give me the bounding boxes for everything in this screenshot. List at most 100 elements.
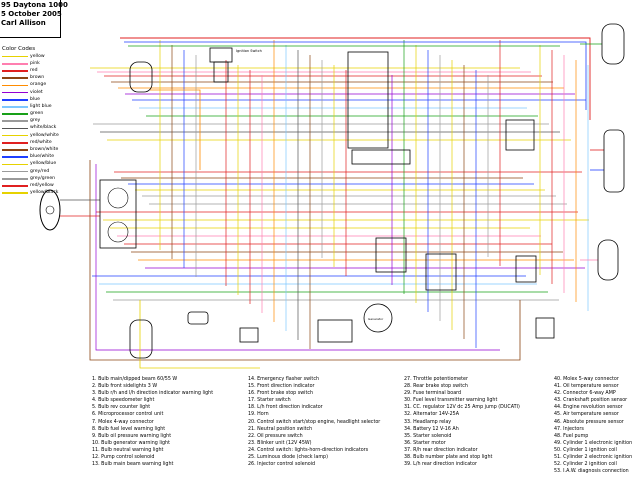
- component-list-item: 5. Bulb rev counter light: [92, 405, 151, 411]
- control-unit: [347, 51, 389, 149]
- component-list-item: 23. Blinker unit (12V 45W): [248, 440, 312, 446]
- component-list-item: 26. Injector control solenoid: [248, 462, 316, 468]
- legend-row: yellow/blue: [2, 161, 60, 168]
- headlight-bulb: [45, 205, 55, 215]
- regulator: [375, 237, 407, 273]
- component-list-item: 18. L/h front direction indicator: [248, 405, 323, 411]
- component-list-item: 32. Alternator 14V-25A: [404, 412, 459, 418]
- component-list-item: 44. Engine revolution sensor: [554, 405, 623, 411]
- legend-row: red/white: [2, 139, 60, 146]
- component-list-item: 33. Headlamp relay: [404, 419, 452, 425]
- component-list-item: 15. Front direction indicator: [248, 384, 315, 390]
- tail-light: [603, 129, 625, 193]
- legend-label: red/white: [30, 139, 52, 145]
- legend-row: grey: [2, 118, 60, 125]
- component-list-item: 3. Bulb r/h and l/h direction indicator …: [92, 391, 214, 397]
- legend-label: grey/green: [30, 175, 56, 181]
- component-list-item: 16. Front brake stop switch: [248, 391, 314, 397]
- ignition-switch-label: Ignition Switch: [236, 49, 262, 53]
- wire: [150, 89, 201, 170]
- title-block: 95 Daytona 1000 5 October 2005 Carl Alli…: [0, 0, 68, 38]
- legend-label: red: [30, 67, 38, 73]
- legend-label: brown: [30, 75, 45, 81]
- legend-row: brown/white: [2, 146, 60, 153]
- component-list-item: 39. L/h rear direction indicator: [404, 462, 477, 468]
- diagram-title: 95 Daytona 1000: [1, 1, 68, 9]
- legend-label: green: [30, 111, 44, 117]
- legend-row: brown: [2, 75, 60, 82]
- legend-label: yellow/black: [30, 190, 59, 196]
- legend-swatch: [2, 55, 28, 58]
- legend-swatch: [2, 98, 28, 101]
- component-list-item: 36. Starter motor: [404, 440, 446, 446]
- legend-label: red/yellow: [30, 182, 54, 188]
- legend-label: white/black: [30, 125, 57, 131]
- legend-swatch: [2, 127, 28, 130]
- front-left-indicator: [129, 61, 153, 93]
- component-list-item: 27. Throttle potentiometer: [404, 377, 468, 382]
- ignition-switch-body: [213, 61, 229, 83]
- legend-row: red: [2, 67, 60, 74]
- component-list-item: 48. Fuel pump: [554, 433, 589, 439]
- component-list-item: 34. Battery 12 V-16 Ah: [404, 426, 459, 432]
- component-list-item: 21. Neutral position switch: [248, 426, 313, 432]
- component-list-item: 2. Bulb front sidelights 3 W: [92, 384, 158, 390]
- legend-swatch: [2, 106, 28, 108]
- component-list-item: 25. Luminous diode (check lamp): [248, 455, 328, 461]
- component-list-item: 10. Bulb generator warning light: [92, 440, 170, 446]
- battery: [515, 255, 537, 283]
- legend-label: light blue: [30, 103, 52, 109]
- legend-label: pink: [30, 60, 40, 66]
- rear-left-indicator: [597, 239, 619, 281]
- front-right-indicator: [129, 319, 153, 359]
- legend-row: blue: [2, 96, 60, 103]
- legend-label: yellow: [30, 53, 45, 59]
- alternator: [363, 303, 393, 333]
- component-list-item: 51. Cylinder 2 electronic ignition: [554, 455, 633, 461]
- legend-label: orange: [30, 82, 47, 88]
- diagram-author: Carl Allison: [1, 19, 46, 27]
- component-list-item: 22. Oil pressure switch: [248, 433, 303, 439]
- component-list-item: 43. Crankshaft position sensor: [554, 398, 628, 404]
- rev-counter: [107, 221, 129, 243]
- component-list-item: 13. Bulb main beam warning light: [92, 462, 174, 468]
- component-list-item: 29. Fuse terminal board: [404, 391, 462, 397]
- component-list-item: 1. Bulb main/dipped beam 60/55 W: [92, 377, 178, 382]
- legend-row: yellow: [2, 53, 60, 60]
- component-list-col1: 1. Bulb main/dipped beam 60/55 W 2. Bulb …: [92, 376, 213, 468]
- wire: [95, 164, 500, 351]
- component-list-item: 42. Connector 6-way AMP: [554, 391, 616, 397]
- legend-swatch: [2, 142, 28, 144]
- legend-row: red/yellow: [2, 182, 60, 189]
- component-list-item: 7. Molex 4-way connector: [92, 419, 154, 425]
- legend-row: yellow/white: [2, 132, 60, 139]
- component-list-item: 49. Cylinder 1 electronic ignition: [554, 440, 633, 446]
- component-list-item: 28. Rear brake stop switch: [404, 384, 468, 390]
- component-list-item: 14. Emergency flasher switch: [248, 377, 319, 382]
- legend-swatch: [2, 170, 28, 173]
- diagram-labels: Ignition Switch Generator: [236, 49, 384, 321]
- relay-block: [505, 119, 535, 151]
- component-list-item: 9. Bulb oil pressure warning light: [92, 433, 172, 439]
- legend-swatch: [2, 62, 28, 65]
- legend-row: yellow/black: [2, 190, 60, 197]
- diagram-date: 5 October 2005: [1, 10, 62, 18]
- front-right-handle: [187, 311, 209, 325]
- legend-label: yellow/blue: [30, 161, 57, 167]
- component-list-item: 40. Molex 5-way connector: [554, 377, 619, 382]
- legend-label: yellow/white: [30, 132, 59, 138]
- legend-row: grey/red: [2, 168, 60, 175]
- wire: [139, 300, 260, 369]
- legend-label: grey/red: [30, 168, 50, 174]
- component-list-item: 30. Fuel level transmitter warning light: [404, 398, 498, 404]
- wire-layer: [60, 37, 604, 369]
- legend-label: blue: [30, 96, 40, 102]
- legend-label: grey: [30, 118, 41, 124]
- legend-row: blue/white: [2, 154, 60, 161]
- legend-swatch: [2, 91, 28, 94]
- wire: [89, 160, 521, 361]
